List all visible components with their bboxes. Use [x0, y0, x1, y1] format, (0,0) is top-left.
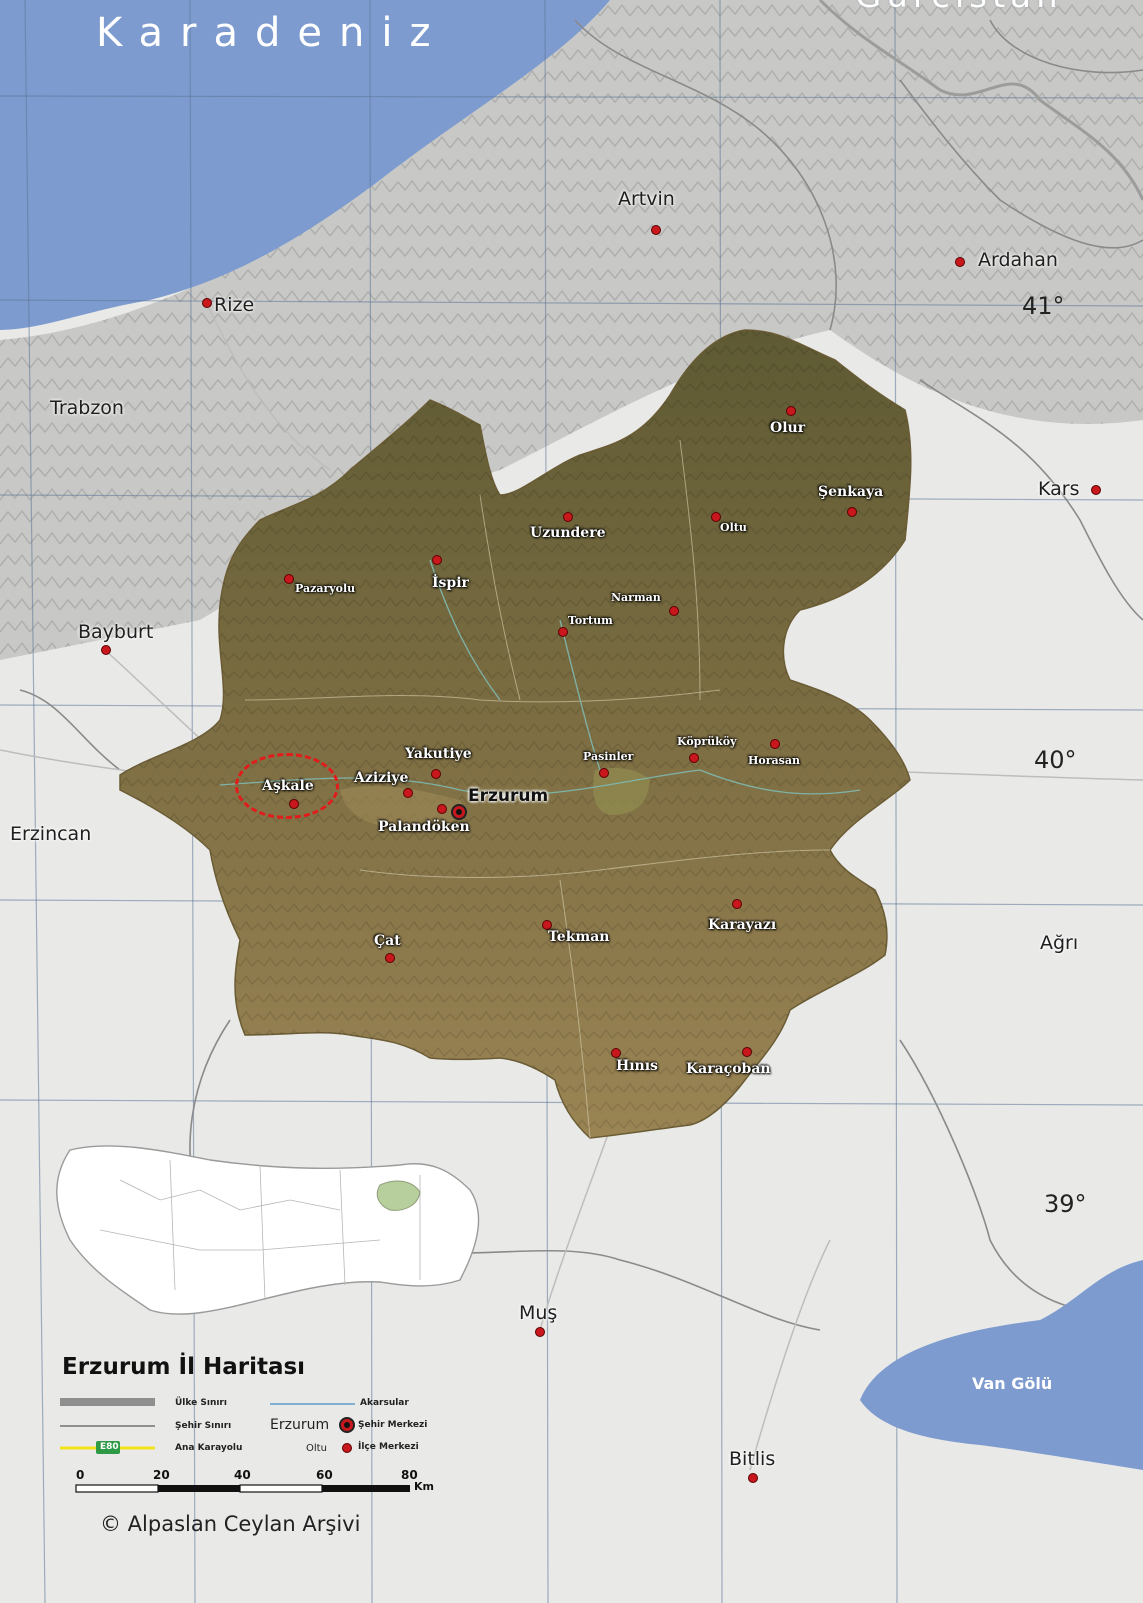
scale-tick-80: 80	[401, 1468, 418, 1482]
karayazi-label: Karayazı	[708, 917, 777, 933]
askale-label: Aşkale	[262, 778, 314, 794]
legend-city-example: Erzurum	[270, 1417, 330, 1433]
bayburt-marker	[101, 645, 111, 655]
yakutiye-marker	[431, 769, 441, 779]
pasinler-marker	[599, 768, 609, 778]
erzurum-plain	[340, 785, 463, 830]
legend-country-border: Ülke Sınırı	[175, 1398, 227, 1408]
olur-label: Olur	[770, 420, 806, 436]
palandoken-marker	[437, 804, 447, 814]
koprukoy-label: Köprüköy	[677, 735, 737, 748]
artvin-marker	[651, 225, 661, 235]
yakutiye-label: Yakutiye	[405, 746, 472, 762]
legend-rivers: Akarsular	[360, 1398, 409, 1408]
tortum-marker	[558, 627, 568, 637]
ispir-marker	[432, 555, 442, 565]
tortum-label: Tortum	[568, 614, 613, 627]
mus-marker	[535, 1327, 545, 1337]
askale-marker	[289, 799, 299, 809]
senkaya-marker	[847, 507, 857, 517]
senkaya-label: Şenkaya	[818, 484, 884, 500]
palandoken-label: Palandöken	[378, 819, 470, 835]
legend-district-example: Oltu	[306, 1443, 327, 1454]
scale-tick-60: 60	[316, 1468, 333, 1482]
georgia-label: Gürcistan	[855, 0, 1063, 16]
kars-marker	[1091, 485, 1101, 495]
askale-highlight-ellipse	[235, 753, 339, 819]
artvin-label: Artvin	[618, 188, 675, 210]
legend-highway-badge: E80	[100, 1442, 119, 1452]
bitlis-label: Bitlis	[729, 1448, 776, 1470]
van-lake	[860, 1260, 1143, 1470]
scale-tick-40: 40	[234, 1468, 251, 1482]
legend-symbols	[60, 1398, 410, 1493]
black-sea-label: Karadeniz	[96, 10, 448, 56]
pazaryolu-label: Pazaryolu	[295, 582, 356, 595]
copyright-text: © Alpaslan Ceylan Arşivi	[100, 1512, 361, 1536]
oltu-label: Oltu	[720, 521, 747, 534]
horasan-marker	[770, 739, 780, 749]
erzurum-city-marker	[451, 804, 467, 820]
ardahan-marker	[955, 257, 965, 267]
rize-marker	[202, 298, 212, 308]
trabzon-label: Trabzon	[50, 397, 124, 419]
legend-district-symbol	[342, 1443, 352, 1453]
erzincan-label: Erzincan	[10, 823, 92, 845]
turkey-inset-map	[56, 1145, 480, 1315]
aziziye-marker	[403, 788, 413, 798]
narman-label: Narman	[611, 591, 661, 604]
karacoban-marker	[742, 1047, 752, 1057]
tekman-label: Tekman	[548, 929, 610, 945]
latitude-40-label: 40°	[1034, 746, 1077, 774]
scale-unit: Km	[414, 1480, 434, 1493]
agri-label: Ağrı	[1040, 932, 1079, 954]
uzundere-label: Uzundere	[530, 525, 606, 541]
scale-tick-20: 20	[153, 1468, 170, 1482]
pasinler-label: Pasinler	[583, 750, 634, 763]
scale-tick-0: 0	[76, 1468, 85, 1482]
latitude-41-label: 41°	[1022, 292, 1065, 320]
karayazi-marker	[732, 899, 742, 909]
mus-label: Muş	[519, 1302, 558, 1324]
hinis-label: Hınıs	[616, 1058, 658, 1074]
erzurum-city-label: Erzurum	[468, 786, 549, 806]
ispir-label: İspir	[432, 575, 469, 591]
country-border	[818, 0, 1143, 201]
van-lake-label: Van Gölü	[972, 1374, 1053, 1393]
horasan-label: Horasan	[748, 754, 800, 767]
aziziye-label: Aziziye	[354, 770, 409, 786]
legend-city-border: Şehir Sınırı	[175, 1421, 232, 1431]
hinis-marker	[611, 1048, 621, 1058]
ardahan-label: Ardahan	[978, 249, 1058, 271]
karacoban-label: Karaçoban	[686, 1061, 771, 1077]
legend-title: Erzurum İl Haritası	[62, 1354, 306, 1380]
cat-label: Çat	[374, 933, 401, 949]
uzundere-marker	[563, 512, 573, 522]
narman-marker	[669, 606, 679, 616]
oltu-marker	[711, 512, 721, 522]
black-sea	[0, 0, 610, 330]
legend-city-center-symbol	[339, 1417, 355, 1433]
bitlis-marker	[748, 1473, 758, 1483]
olur-marker	[786, 406, 796, 416]
bayburt-label: Bayburt	[78, 621, 154, 643]
cat-marker	[385, 953, 395, 963]
legend-district-center: İlçe Merkezi	[358, 1442, 419, 1452]
latitude-39-label: 39°	[1044, 1190, 1087, 1218]
legend-city-center: Şehir Merkezi	[358, 1420, 428, 1430]
kars-label: Kars	[1038, 478, 1080, 500]
rize-label: Rize	[214, 294, 255, 316]
pazaryolu-marker	[284, 574, 294, 584]
koprukoy-marker	[689, 753, 699, 763]
legend-highway: Ana Karayolu	[175, 1443, 243, 1453]
district-borders	[244, 439, 831, 1139]
tekman-marker	[542, 920, 552, 930]
